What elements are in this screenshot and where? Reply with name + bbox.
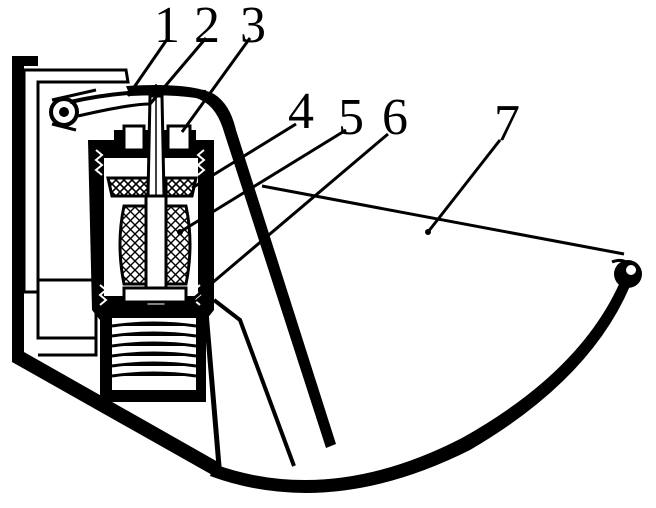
packing-ring (106, 176, 198, 198)
leader-7 (426, 139, 502, 233)
back-plate (12, 56, 218, 476)
callout-5: 5 (338, 89, 364, 146)
valve-stem (144, 84, 168, 312)
leader-6 (191, 132, 389, 302)
leader-2 (148, 37, 208, 105)
callout-3: 3 (240, 0, 266, 54)
hinge-pin (49, 88, 97, 132)
leader-lines (126, 37, 502, 302)
callout-2: 2 (194, 0, 220, 54)
rubber-seal (118, 204, 192, 286)
callout-1: 1 (154, 0, 180, 54)
leader-5 (179, 128, 347, 234)
thread-lines (111, 321, 197, 378)
leader-4 (191, 122, 297, 190)
spring-seat (112, 286, 198, 314)
callout-4: 4 (288, 83, 314, 140)
leader-3 (180, 37, 252, 133)
float-bowl (210, 184, 642, 493)
leader-1 (126, 37, 170, 97)
cover-shell (126, 85, 336, 479)
cap-nut (122, 118, 192, 152)
callout-6: 6 (382, 89, 408, 146)
callout-7: 7 (494, 95, 520, 152)
